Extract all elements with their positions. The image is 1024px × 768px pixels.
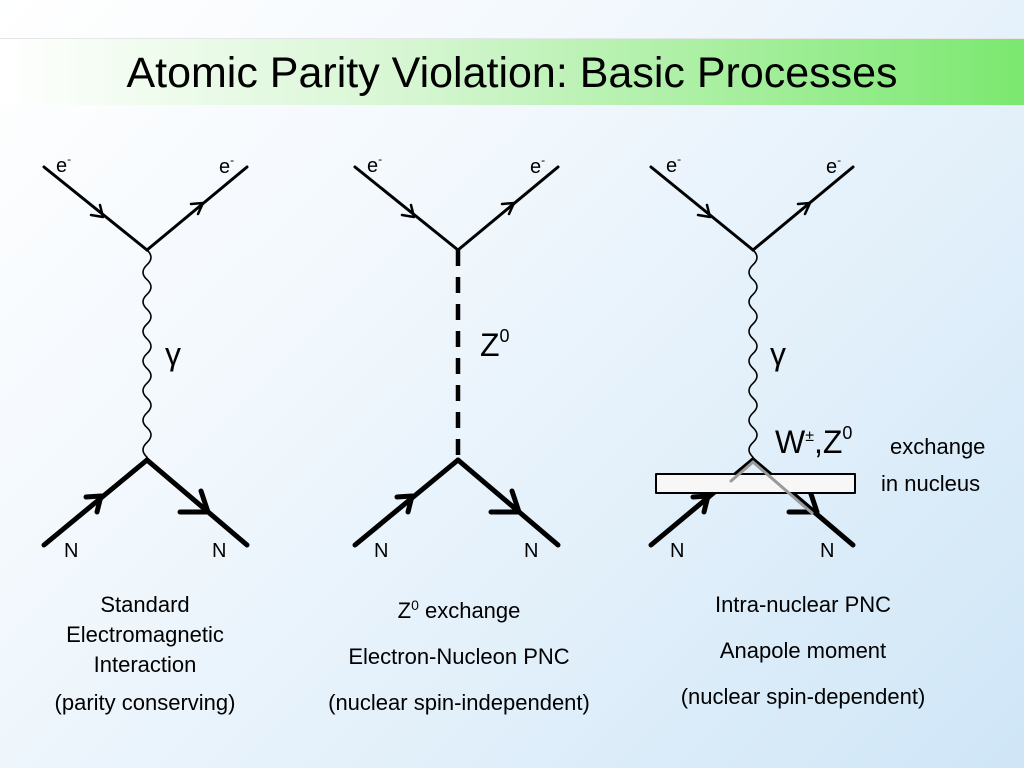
label-nucleon-in: N (670, 540, 685, 562)
photon-line (142, 249, 152, 458)
nucleon-out-line (144, 457, 250, 548)
label-nucleon-out: N (820, 540, 835, 562)
label-electron-out: e- (530, 153, 546, 178)
electron-out-arrow (500, 201, 516, 216)
nucleon-in-line (648, 457, 756, 548)
label-w-z-exchange: W±,Z0 (775, 423, 853, 460)
caption-right: Intra-nuclear PNC Anapole moment (nuclea… (648, 590, 958, 712)
electron-out-line (456, 165, 560, 252)
caption-left-line4: (parity conserving) (54, 690, 236, 715)
slide-title: Atomic Parity Violation: Basic Processes (126, 49, 898, 97)
label-exchange: exchange (890, 434, 986, 459)
electron-out-arrow (189, 201, 205, 216)
caption-right-line3: (nuclear spin-dependent) (680, 684, 926, 709)
electron-out-line (751, 165, 855, 252)
caption-left: Standard Electromagnetic Interaction (pa… (20, 590, 270, 718)
nucleon-in-arrow (690, 493, 711, 515)
electron-in-arrow (400, 203, 416, 219)
electron-in-line (353, 165, 460, 252)
diagram-anapole (648, 165, 856, 548)
nucleus-line-right (751, 460, 814, 515)
label-z-boson: Z0 (480, 326, 510, 363)
electron-in-arrow (89, 203, 105, 219)
nucleon-out-line (750, 457, 856, 548)
label-nucleon-in: N (374, 540, 389, 562)
caption-left-line1: Standard (100, 592, 190, 617)
electron-out-arrow (796, 201, 812, 216)
electron-in-arrow (696, 203, 712, 219)
label-photon: γ (165, 336, 181, 372)
caption-right-line1: Intra-nuclear PNC (714, 592, 892, 617)
title-bar (0, 38, 1024, 105)
nucleon-in-arrow (83, 493, 104, 515)
caption-middle-line2: Electron-Nucleon PNC (348, 644, 570, 669)
label-in-nucleus: in nucleus (881, 471, 981, 496)
nucleon-out-arrow (177, 488, 211, 515)
nucleon-out-arrow (488, 488, 522, 515)
label-photon: γ (770, 336, 786, 372)
photon-line (748, 249, 758, 458)
label-electron-in: e- (56, 152, 72, 177)
label-nucleon-out: N (212, 540, 227, 562)
caption-left-line3: Interaction (93, 652, 197, 677)
caption-left-line2: Electromagnetic (66, 622, 224, 647)
label-nucleon-in: N (64, 540, 79, 562)
electron-out-line (145, 165, 249, 252)
nucleon-out-line (455, 457, 561, 548)
nucleon-out-arrow (786, 488, 820, 515)
anapole-box (655, 473, 856, 494)
electron-in-line (42, 165, 149, 252)
diagram-z0 (352, 165, 561, 548)
caption-middle-line1: Z0 exchange (397, 597, 521, 623)
caption-middle: Z0 exchange Electron-Nucleon PNC (nuclea… (300, 590, 618, 718)
nucleus-line-left (729, 460, 755, 483)
nucleon-in-line (41, 457, 150, 548)
nucleon-in-line (352, 457, 461, 548)
caption-middle-line3: (nuclear spin-independent) (328, 690, 590, 715)
nucleon-in-arrow (394, 493, 415, 515)
electron-in-line (649, 165, 755, 252)
label-electron-in: e- (367, 152, 383, 177)
caption-right-line2: Anapole moment (719, 638, 887, 663)
label-electron-out: e- (826, 153, 842, 178)
label-nucleon-out: N (524, 540, 539, 562)
label-electron-in: e- (666, 152, 682, 177)
label-electron-out: e- (219, 153, 235, 178)
diagram-em (41, 165, 250, 548)
